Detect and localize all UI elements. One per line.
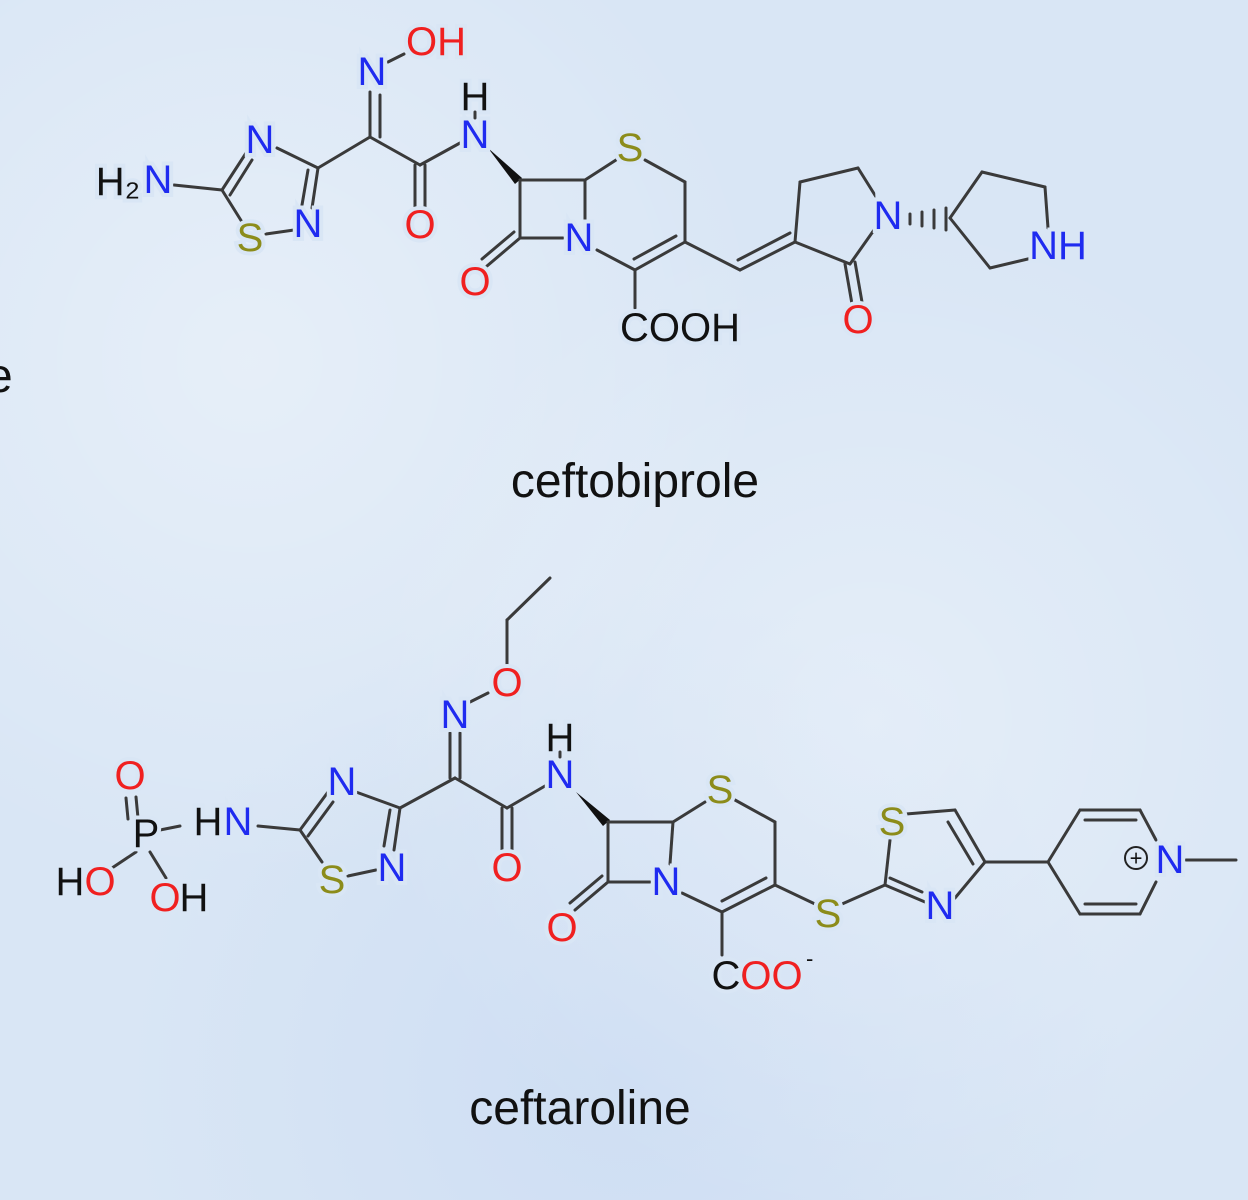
atom-n: N — [874, 194, 903, 238]
atom-carboxylate: COO — [711, 954, 802, 998]
atom-n: N — [328, 760, 357, 804]
atom-n: N — [294, 202, 323, 246]
atom-cooh: COOH — [620, 306, 740, 350]
atom-n: N — [926, 884, 955, 928]
positive-charge-icon — [1124, 846, 1148, 870]
atom-s: S — [617, 126, 644, 170]
ceftaroline-structure: O P H O O H H N N N S N O O N H N O S CO… — [52, 576, 1238, 1135]
atom-o: O — [842, 298, 873, 342]
molecule-name: ceftaroline — [469, 1082, 690, 1135]
atom-o: O — [491, 846, 522, 890]
charge-minus: - — [806, 946, 813, 971]
atom-o: O — [459, 260, 490, 304]
atom-s: S — [237, 216, 264, 260]
ceftobiprole-structure: H₂ N N N S N OH O N H N O S COOH N O NH … — [92, 16, 1091, 508]
atom-o: O — [84, 860, 115, 904]
atom-oh: OH — [406, 20, 466, 64]
atom-n: N — [441, 693, 470, 737]
atom-h: H — [180, 876, 209, 920]
atom-n: N — [246, 118, 275, 162]
atom-s: S — [707, 768, 734, 812]
atom-o: O — [546, 906, 577, 950]
atom-h: H — [56, 860, 85, 904]
clipped-text-fragment: e — [0, 350, 13, 403]
atom-nh: NH — [1029, 224, 1087, 268]
atom-n: N — [652, 860, 681, 904]
atom-s: S — [319, 858, 346, 902]
atom-p: P — [133, 812, 160, 856]
hashed-bond — [908, 206, 948, 232]
ceftaroline-bonds — [110, 576, 1238, 957]
charge-plus: + — [1130, 846, 1143, 871]
atom-n: N — [565, 216, 594, 260]
atom-n: N — [1156, 838, 1185, 882]
atom-o: O — [404, 203, 435, 247]
atom-o: O — [114, 754, 145, 798]
atom-n: N — [461, 113, 490, 157]
atom-s: S — [879, 800, 906, 844]
ceftobiprole-bonds — [172, 52, 1050, 310]
atom-h: H — [461, 75, 490, 119]
atom-h: H — [194, 800, 223, 844]
wedge-bond — [488, 148, 522, 184]
atom-n: N — [144, 158, 173, 202]
atom-n: N — [358, 50, 387, 94]
atom-s: S — [815, 892, 842, 936]
wedge-bond — [576, 792, 610, 826]
atom-n: N — [546, 753, 575, 797]
atom-n: N — [224, 800, 253, 844]
atom-o: O — [491, 661, 522, 705]
atom-o: O — [149, 876, 180, 920]
molecule-name: ceftobiprole — [511, 455, 759, 508]
atom-h2: H₂ — [96, 160, 140, 204]
atom-n: N — [378, 846, 407, 890]
atom-h: H — [546, 716, 575, 760]
